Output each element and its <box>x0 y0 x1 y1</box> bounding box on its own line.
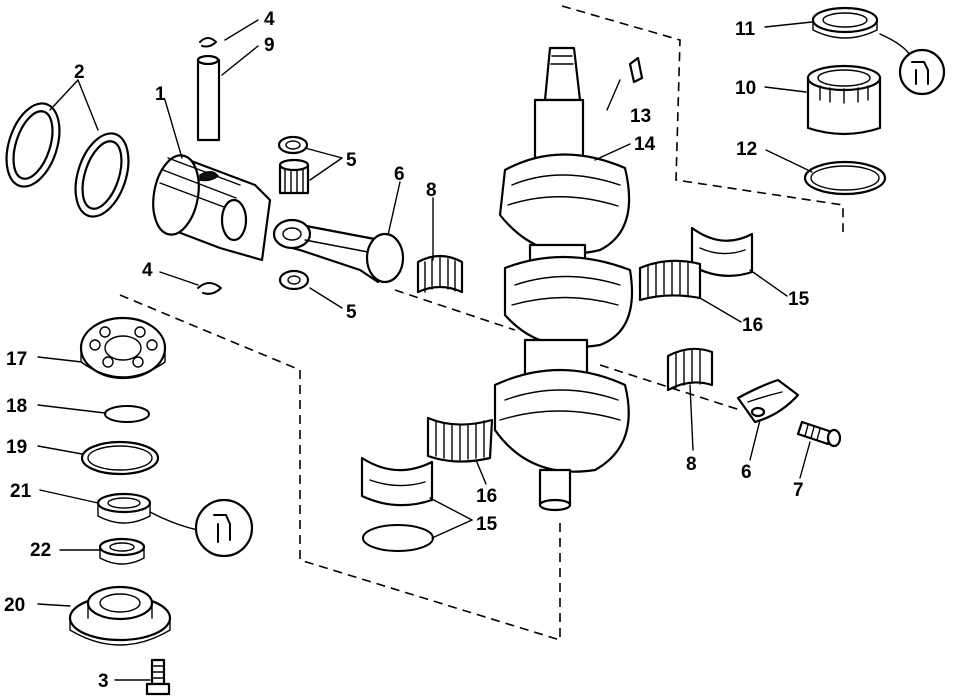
lower-seal <box>96 492 152 524</box>
retaining-clip-top <box>199 37 217 48</box>
rod-needle-bearing-left <box>416 254 464 294</box>
connecting-rod <box>272 218 405 284</box>
callout-19: 19 <box>6 437 27 458</box>
callout-9: 9 <box>264 35 275 56</box>
callout-11: 11 <box>735 19 756 40</box>
callout-6-cap: 6 <box>741 462 752 483</box>
callout-2: 2 <box>74 62 85 83</box>
callout-13: 13 <box>630 106 651 127</box>
needle-bearing-upper <box>277 135 310 195</box>
callout-6-rod: 6 <box>394 164 405 185</box>
callout-15-lower: 15 <box>476 514 498 535</box>
callout-20: 20 <box>4 595 25 616</box>
main-bearing-half-upper <box>690 226 754 277</box>
callout-5-upper: 5 <box>346 150 357 171</box>
callout-7: 7 <box>793 480 804 501</box>
callout-17: 17 <box>6 349 27 370</box>
retaining-ring <box>104 405 150 423</box>
o-ring-upper <box>803 160 887 196</box>
main-bearing-half-lower <box>360 456 434 507</box>
piston-rings <box>5 102 130 218</box>
callout-12: 12 <box>736 139 757 160</box>
callout-18: 18 <box>6 396 27 417</box>
leader-lines <box>37 19 813 681</box>
wrist-pin <box>196 54 221 142</box>
connecting-rod-cap <box>736 378 800 424</box>
roller-cage-upper <box>638 259 702 302</box>
crankshaft-seal <box>811 6 879 39</box>
callout-3: 3 <box>98 671 109 692</box>
callout-16-lower: 16 <box>476 486 497 507</box>
roller-cage-lower <box>426 416 494 463</box>
screw <box>145 658 171 696</box>
callout-22: 22 <box>30 540 51 561</box>
lower-seal-detail-inset <box>149 498 254 558</box>
callout-4-clip-bottom: 4 <box>142 260 153 281</box>
bearing-retaining-ring <box>362 524 434 552</box>
rod-cap-screw <box>796 420 842 448</box>
seal-detail-inset <box>879 33 946 96</box>
callout-4-clip-top: 4 <box>264 9 275 30</box>
callout-16-upper: 16 <box>742 315 763 336</box>
woodruff-key <box>628 56 644 84</box>
roller-bearing <box>806 64 882 136</box>
callout-8-left: 8 <box>426 180 437 201</box>
thrust-washer-lower <box>278 269 310 291</box>
inner-seal <box>98 537 146 565</box>
assembly-guide-lines <box>119 5 844 642</box>
callout-15-upper: 15 <box>788 289 810 310</box>
lower-bearing-housing <box>68 585 172 646</box>
crankshaft <box>493 46 634 512</box>
callout-8-right: 8 <box>686 454 697 475</box>
callout-10: 10 <box>735 78 756 99</box>
callout-labels: 4 9 2 1 5 6 8 4 5 13 14 11 10 12 15 16 8… <box>4 9 810 692</box>
callout-14: 14 <box>634 134 656 155</box>
retaining-clip-bottom <box>197 282 222 295</box>
callout-1: 1 <box>155 84 166 105</box>
callout-5-lower: 5 <box>346 302 357 323</box>
piston <box>152 154 272 262</box>
rod-needle-bearing-right <box>666 347 714 392</box>
o-ring-lower <box>80 440 160 476</box>
ball-bearing <box>79 316 167 380</box>
callout-21: 21 <box>10 481 32 502</box>
